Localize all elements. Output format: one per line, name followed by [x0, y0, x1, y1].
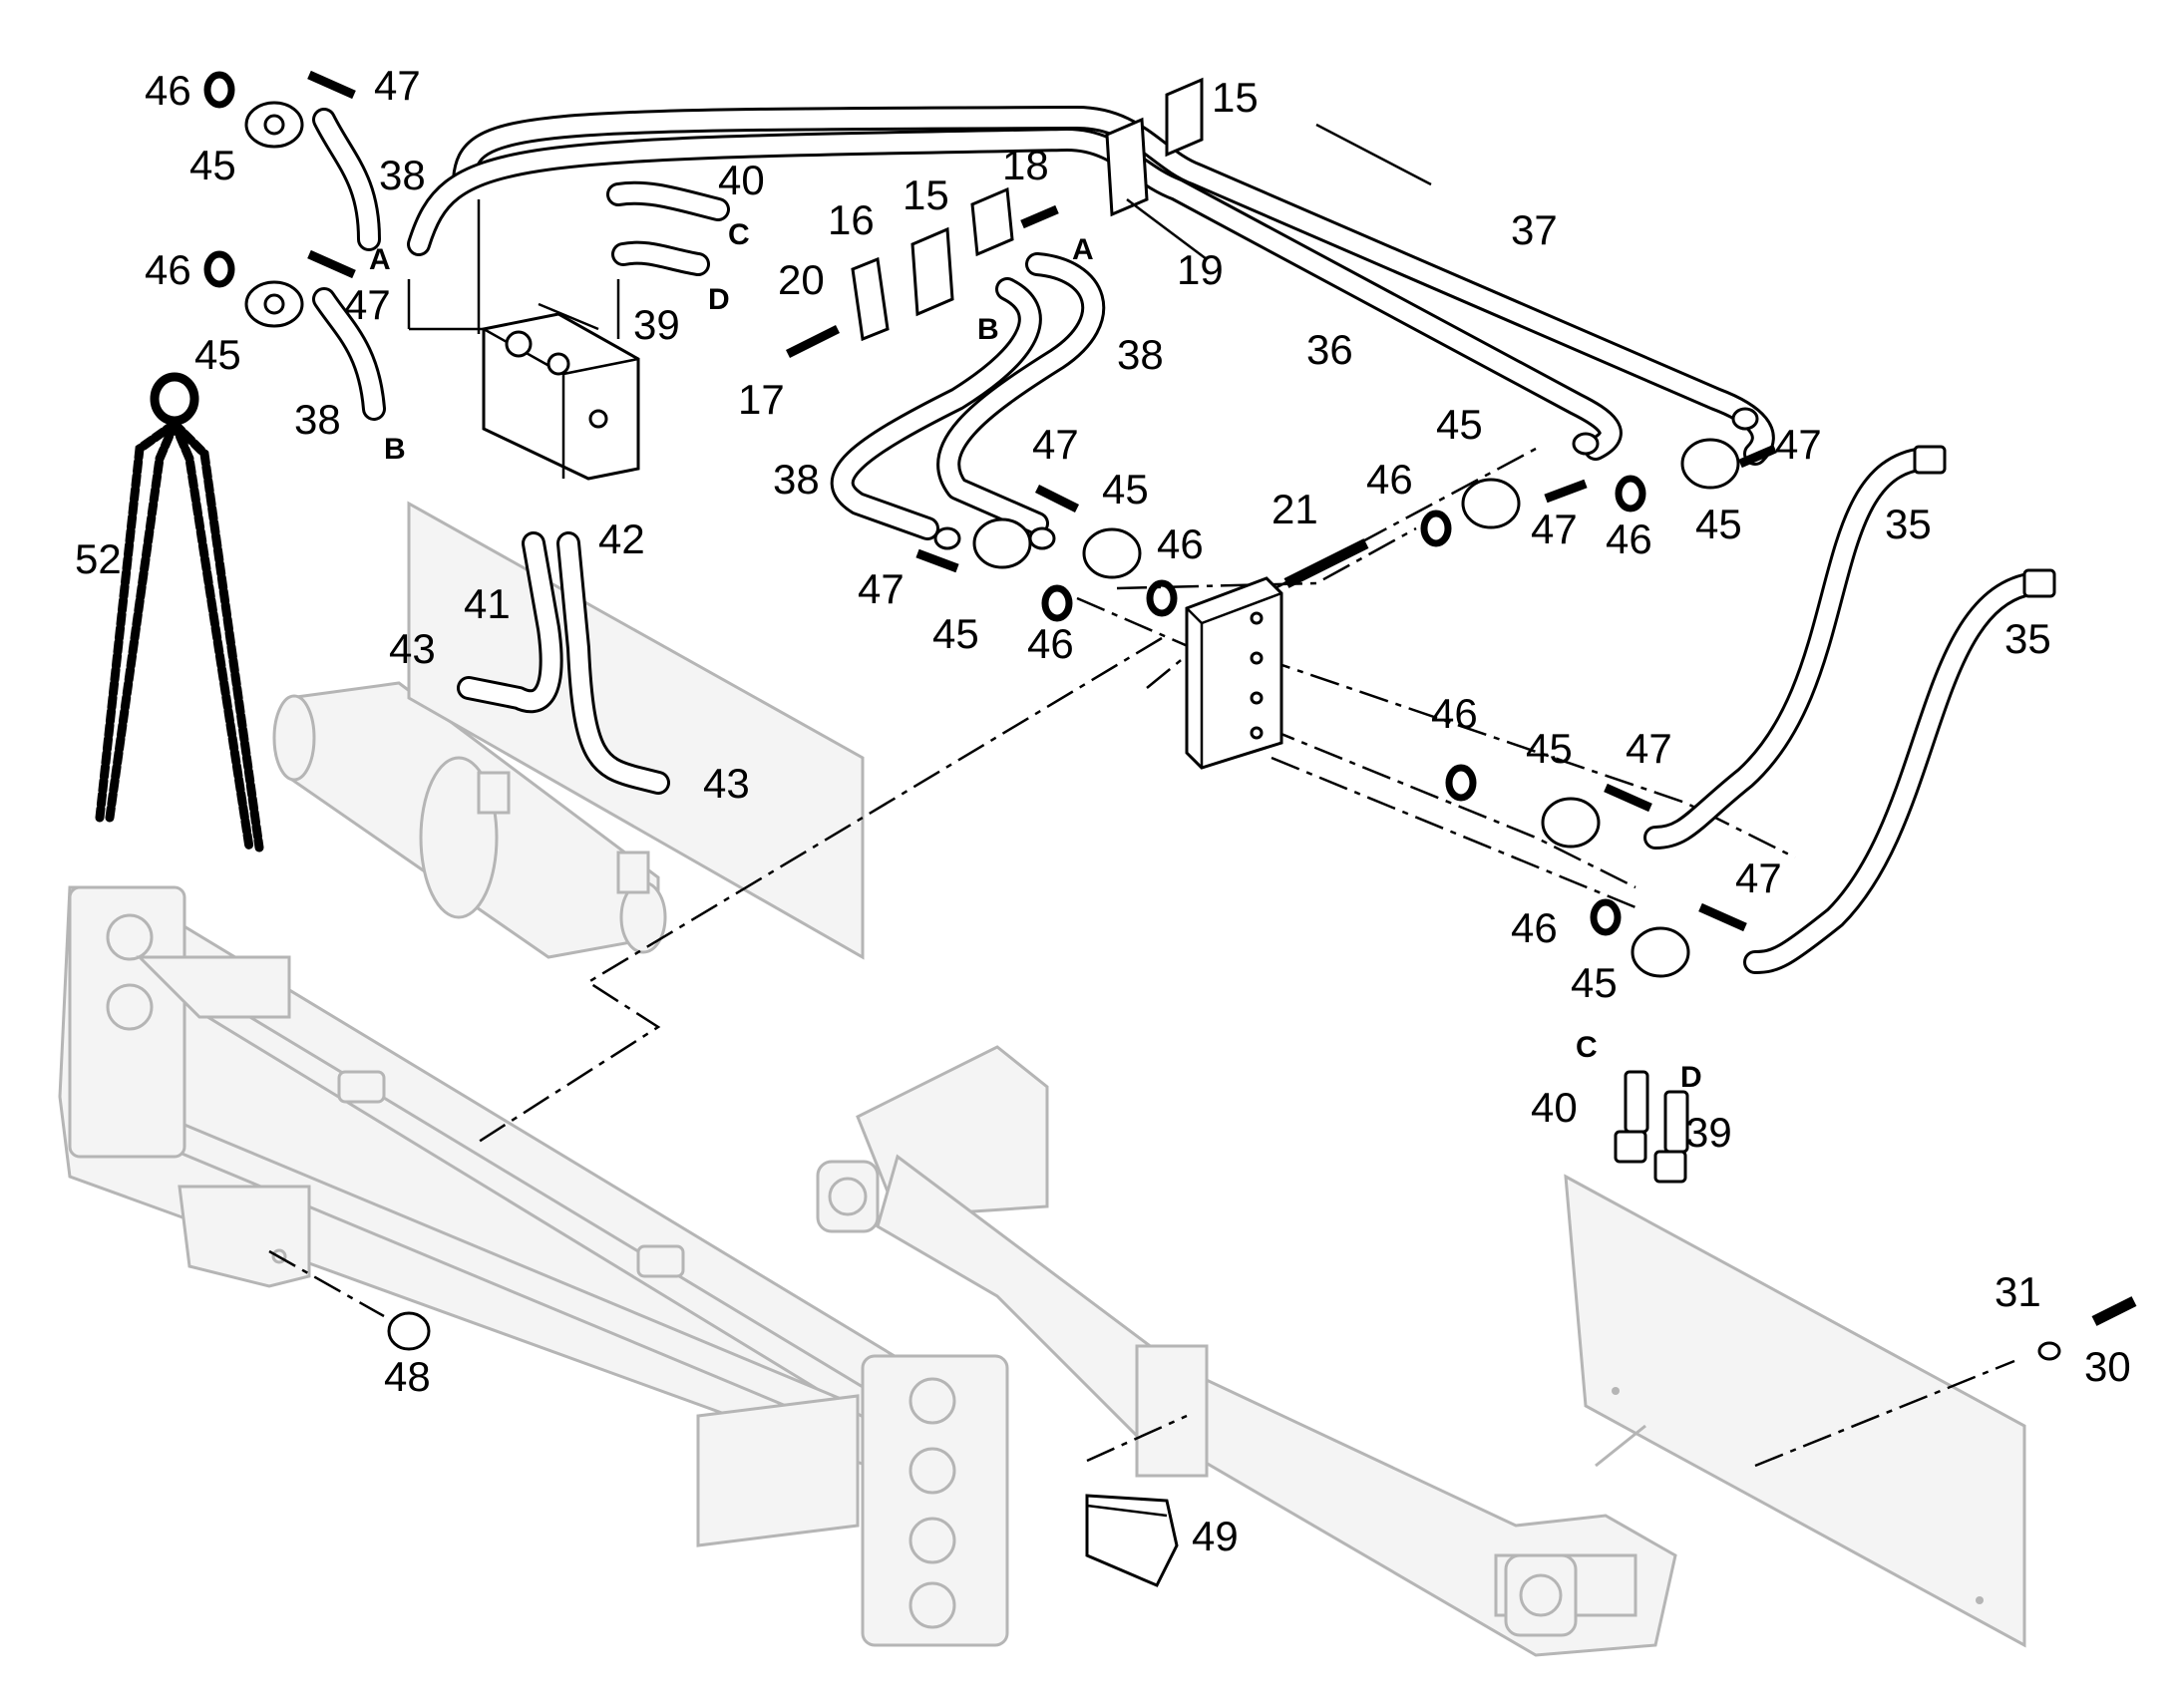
port-label-c: C	[728, 218, 750, 251]
boom-assembly	[58, 885, 1009, 1647]
callout-38: 38	[294, 396, 341, 443]
callout-47: 47	[1032, 421, 1079, 468]
callout-19: 19	[1177, 246, 1224, 293]
callout-46: 46	[1027, 620, 1074, 667]
cylinder	[272, 681, 667, 959]
hose-41-42	[457, 531, 670, 795]
hose-38-short-pair	[312, 108, 386, 421]
callout-35: 35	[2004, 615, 2051, 662]
side-plate-left	[407, 501, 865, 960]
port-labels: A B C D A B C D	[369, 218, 1702, 1094]
callout-46: 46	[145, 67, 191, 114]
port-label-c: C	[1576, 1031, 1598, 1064]
hose-38-pair	[830, 252, 1106, 540]
callout-35: 35	[1885, 501, 1932, 547]
callout-47: 47	[344, 281, 391, 328]
callout-20: 20	[778, 256, 825, 303]
fittings-39-40	[1614, 1070, 1689, 1184]
callout-46: 46	[1431, 690, 1478, 737]
pad-49	[1085, 1494, 1179, 1587]
callout-47: 47	[1775, 421, 1822, 468]
port-label-b: B	[384, 433, 406, 466]
port-label-a: A	[1072, 233, 1094, 266]
callout-30: 30	[2084, 1343, 2131, 1390]
port-label-d: D	[1680, 1061, 1702, 1094]
callout-45: 45	[1695, 501, 1742, 547]
callout-38: 38	[379, 152, 426, 198]
callout-46: 46	[1157, 520, 1204, 567]
lifting-chain	[95, 372, 264, 853]
callout-46: 46	[1511, 904, 1558, 951]
callout-45: 45	[932, 610, 979, 657]
callout-labels: 46 47 45 38 46 47 45 38 40 39 15 18 15 1…	[75, 62, 2131, 1559]
leader-lines	[538, 123, 1432, 331]
port-label-d: D	[708, 283, 730, 316]
cap-48	[387, 1311, 431, 1351]
hose-clamps	[851, 77, 1204, 342]
side-plate-right	[1564, 1174, 2026, 1648]
callout-38: 38	[1117, 331, 1164, 378]
callout-43: 43	[389, 625, 436, 672]
port-label-b: B	[977, 313, 999, 346]
callout-45: 45	[194, 331, 241, 378]
callout-38: 38	[773, 456, 820, 503]
callout-47: 47	[374, 62, 421, 109]
callout-48: 48	[384, 1353, 431, 1400]
callout-45: 45	[1571, 959, 1618, 1006]
hose-36-37	[407, 106, 1775, 466]
callout-17: 17	[738, 376, 785, 423]
hose-39-40	[606, 180, 730, 276]
callout-37: 37	[1511, 206, 1558, 253]
callout-45: 45	[1436, 401, 1483, 448]
callout-47: 47	[1735, 854, 1782, 901]
flange-sets	[244, 101, 1759, 978]
bolts	[307, 70, 2137, 1361]
callout-15: 15	[1212, 74, 1259, 121]
callout-16: 16	[828, 196, 875, 243]
callout-36: 36	[1306, 326, 1353, 373]
callout-47: 47	[1626, 725, 1672, 772]
callout-46: 46	[1366, 456, 1413, 503]
callout-40: 40	[718, 157, 765, 203]
callout-41: 41	[464, 580, 511, 627]
callout-18: 18	[1002, 142, 1049, 188]
callout-42: 42	[598, 515, 645, 562]
control-valve	[407, 199, 640, 481]
callout-31: 31	[1995, 1268, 2041, 1315]
callout-46: 46	[145, 246, 191, 293]
callout-40: 40	[1531, 1084, 1578, 1131]
callout-45: 45	[189, 142, 236, 188]
callout-45: 45	[1102, 466, 1149, 512]
o-rings	[203, 71, 1646, 936]
callout-52: 52	[75, 535, 122, 582]
callout-47: 47	[1531, 506, 1578, 552]
manifold-block	[1185, 576, 1283, 770]
callout-39: 39	[1685, 1109, 1732, 1156]
callout-15: 15	[903, 171, 949, 218]
callout-46: 46	[1606, 515, 1652, 562]
chassis-frame	[816, 1045, 1677, 1657]
callout-49: 49	[1192, 1513, 1239, 1559]
callout-21: 21	[1272, 486, 1318, 532]
hose-35-pair	[1643, 445, 2056, 974]
port-label-a: A	[369, 243, 391, 276]
callout-39: 39	[633, 301, 680, 348]
callout-47: 47	[858, 565, 905, 612]
callout-43: 43	[703, 760, 750, 807]
callout-45: 45	[1526, 725, 1573, 772]
